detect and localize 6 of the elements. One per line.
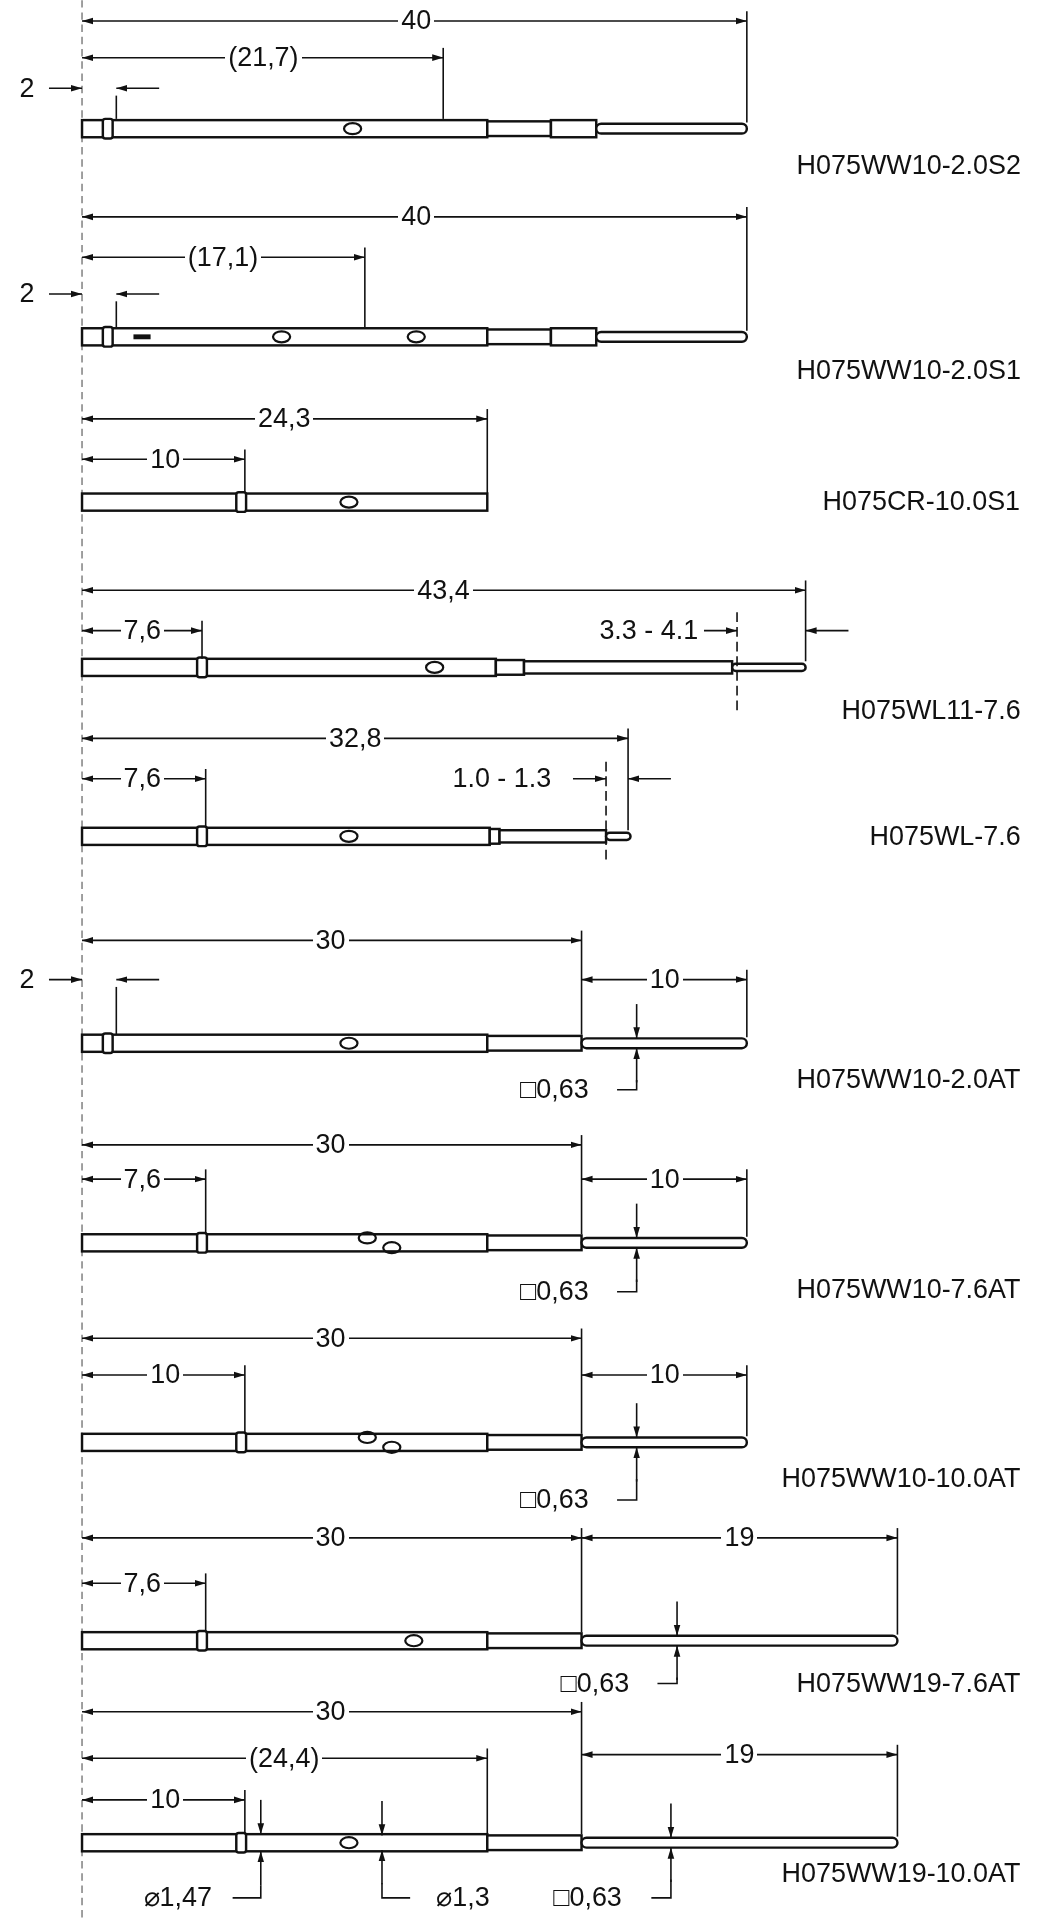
dimension-label: 24,3 xyxy=(255,405,314,433)
dimension-label: (21,7) xyxy=(225,44,302,71)
dimension-label: (24,4) xyxy=(246,1744,323,1772)
dimension-label: 7,6 xyxy=(120,765,164,793)
dimension-label: 7,6 xyxy=(120,617,164,644)
dimension-label: (17,1) xyxy=(184,243,262,271)
